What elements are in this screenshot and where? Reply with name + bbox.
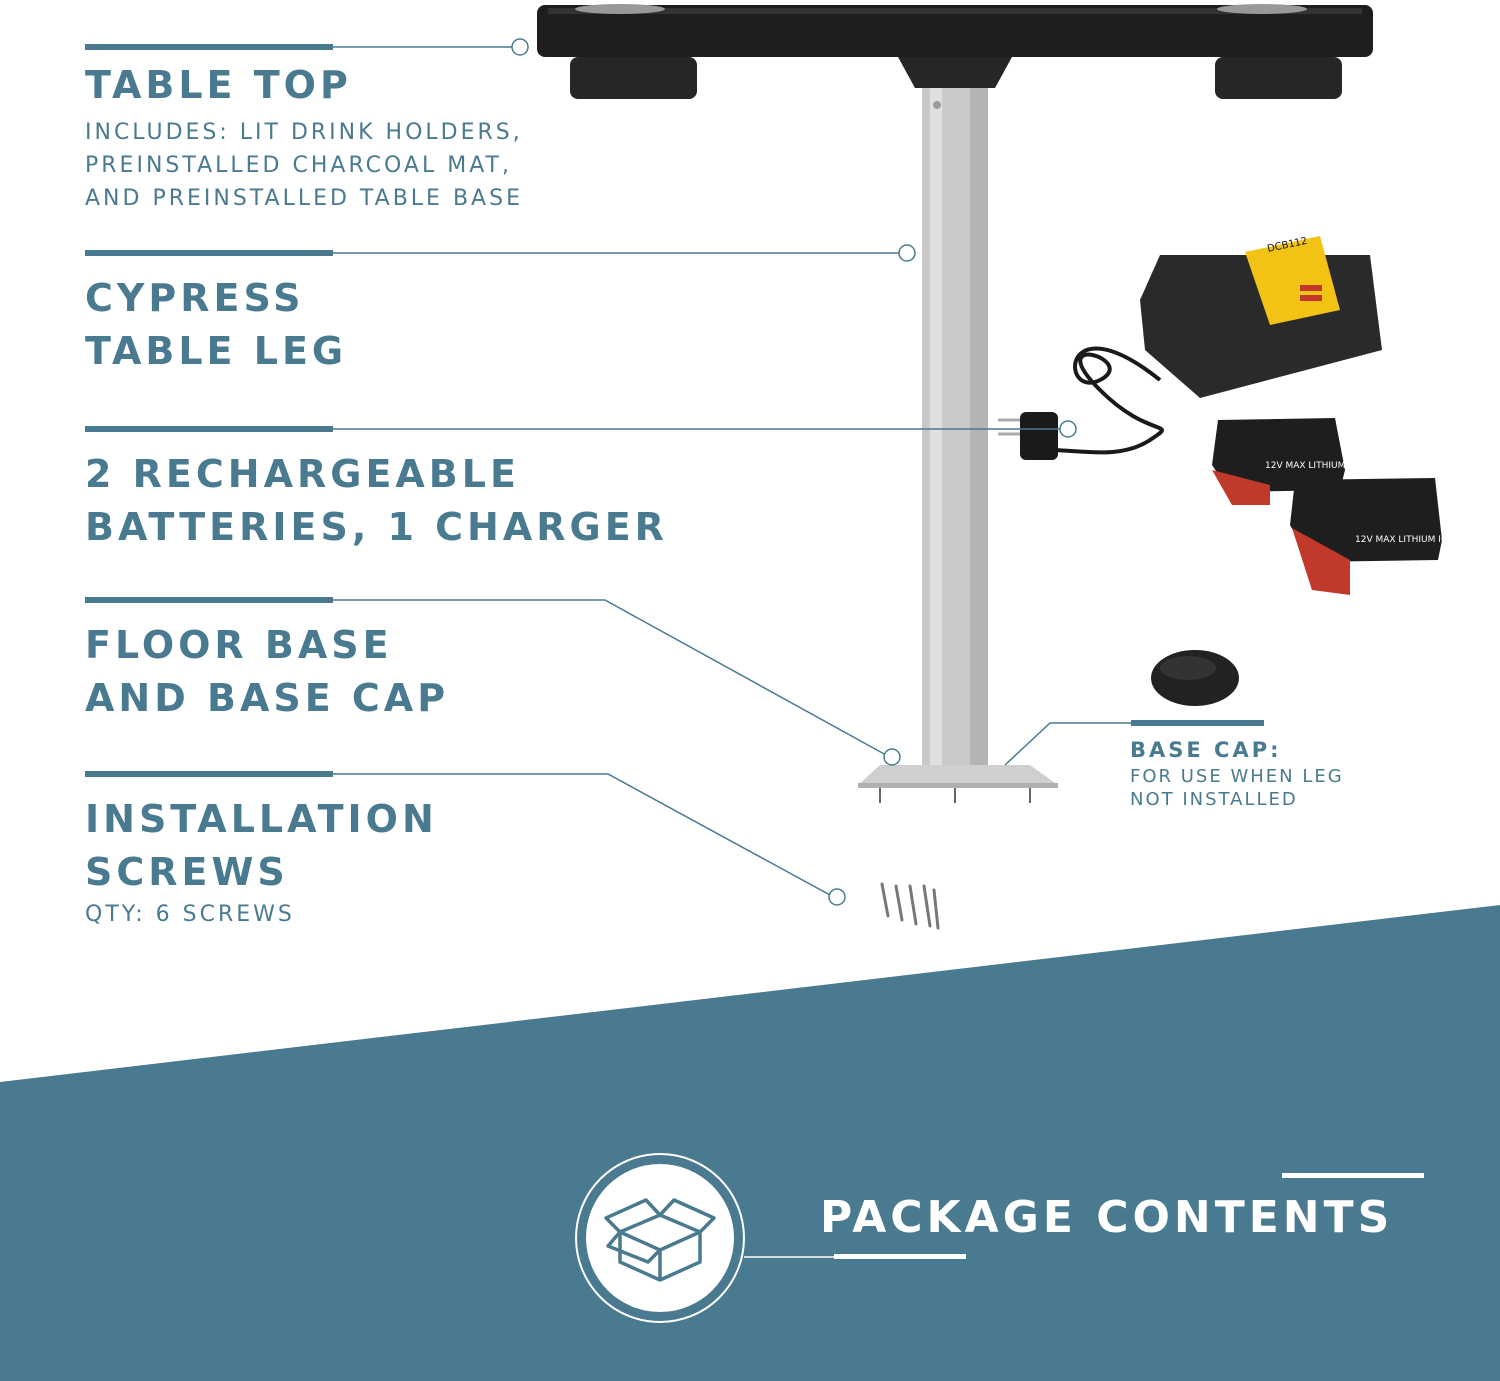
footer-heading: PACKAGE CONTENTS <box>820 1192 1394 1243</box>
open-box-icon <box>604 1198 716 1282</box>
table-leg-image <box>922 80 988 765</box>
item-table-top-title: TABLE TOP <box>85 63 352 107</box>
base-cap-note-body: FOR USE WHEN LEG NOT INSTALLED <box>1130 765 1344 812</box>
note-line: FOR USE WHEN LEG <box>1130 766 1344 787</box>
footer-band <box>0 905 1500 1381</box>
detail-line: PREINSTALLED CHARCOAL MAT, <box>85 153 512 178</box>
battery-1-label: 12V MAX LITHIUM ION <box>1265 461 1365 471</box>
item-screws-title-line-2: SCREWS <box>85 850 289 894</box>
item-floor-base-title-line-2: AND BASE CAP <box>85 676 450 720</box>
battery-2-label: 12V MAX LITHIUM ION <box>1355 535 1455 545</box>
item-batteries-title-line-1: 2 RECHARGEABLE <box>85 452 520 496</box>
item-table-top-details: INCLUDES: LIT DRINK HOLDERS, PREINSTALLE… <box>85 116 523 215</box>
table-top-image <box>537 4 1373 99</box>
item-table-leg-title-line-2: TABLE LEG <box>85 329 348 373</box>
item-batteries-title-line-2: BATTERIES, 1 CHARGER <box>85 505 668 549</box>
detail-line: AND PREINSTALLED TABLE BASE <box>85 186 523 211</box>
note-line: NOT INSTALLED <box>1130 789 1298 811</box>
callout-markers <box>511 38 1077 906</box>
item-screws-detail: QTY: 6 SCREWS <box>85 902 295 927</box>
screws-image <box>880 882 940 930</box>
footer-decoration <box>575 1153 1424 1323</box>
battery-image-2: 12V MAX LITHIUM ION <box>1290 478 1455 595</box>
item-screws-title-line-1: INSTALLATION <box>85 797 438 841</box>
floor-base-image <box>858 765 1058 803</box>
callout-lines <box>333 46 1131 896</box>
charger-image: DCB112 <box>998 236 1382 460</box>
item-table-leg-title-line-1: CYPRESS <box>85 276 305 320</box>
callout-bars <box>85 44 1264 777</box>
battery-image-1: 12V MAX LITHIUM ION <box>1212 418 1365 505</box>
item-floor-base-title-line-1: FLOOR BASE <box>85 623 393 667</box>
base-cap-note-title: BASE CAP: <box>1130 738 1282 762</box>
detail-line: INCLUDES: LIT DRINK HOLDERS, <box>85 120 523 145</box>
